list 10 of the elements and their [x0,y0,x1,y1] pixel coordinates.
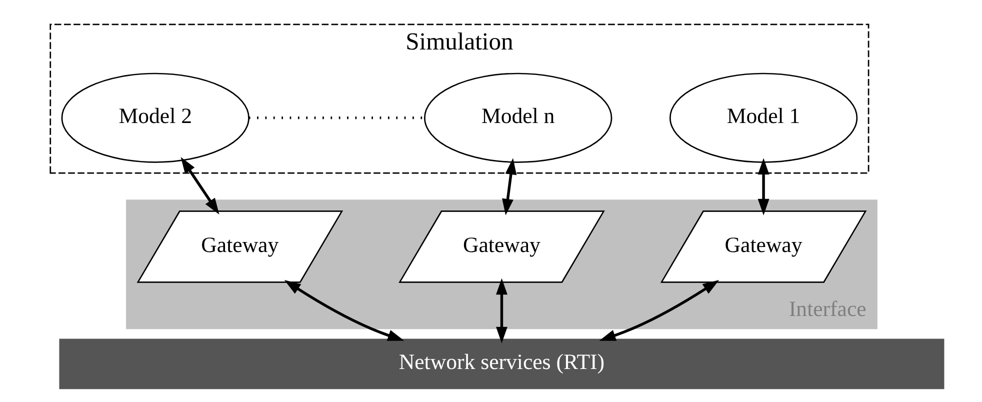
node-ellipse: Model 2 [60,72,249,163]
node-ellipse: Model n [424,72,612,163]
arrow [502,158,516,216]
node-ellipse: Model 1 [668,72,858,163]
arrow [180,157,219,215]
arrow [496,278,507,344]
arrow [757,158,769,216]
node-box: Network services (RTI) [58,338,944,390]
arrow [598,280,719,341]
arrow [284,280,404,341]
